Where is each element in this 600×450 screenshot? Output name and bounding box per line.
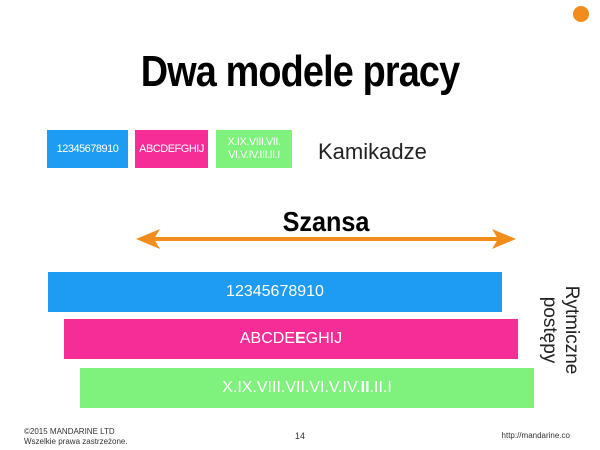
bar-roman-after: .II.I: [369, 379, 392, 396]
chip-roman-line2: VI.V.IV.III.II.I: [228, 149, 280, 161]
double-arrow-icon: [136, 229, 516, 249]
chip-roman: X.IX.VIII.VII. VI.V.IV.III.II.I: [216, 130, 292, 168]
bar-letters-bold: E: [295, 330, 306, 347]
kamikadze-label: Kamikadze: [318, 139, 427, 164]
footer-url: http://mandarine.co: [501, 431, 570, 440]
rytmiczne-line1: Rytmiczne: [561, 285, 582, 375]
footer-copyright-line: ©2015 MANDARINE LTD: [24, 427, 115, 436]
rytmiczne-line2: postępy: [539, 296, 560, 364]
footer-copyright: ©2015 MANDARINE LTD Wszelkie prawa zastr…: [24, 427, 128, 447]
footer-rights-line: Wszelkie prawa zastrzeżone.: [24, 437, 128, 446]
bar-letters-after: GHIJ: [305, 330, 343, 347]
bar-numbers: 12345678910: [48, 272, 502, 312]
slide-title: Dwa modele pracy: [140, 47, 460, 96]
chip-numbers: 12345678910: [47, 130, 128, 168]
bar-letters-before: ABCDE: [239, 330, 295, 347]
bar-roman-bold: II: [360, 379, 370, 396]
szansa-label: Szansa: [282, 206, 370, 237]
page-number: 14: [294, 431, 305, 441]
chip-roman-line1: X.IX.VIII.VII.: [227, 136, 281, 148]
rytmiczne-postepy-label: Rytmiczne postępy: [520, 270, 600, 390]
chip-letters: ABCDEFGHIJ: [135, 130, 208, 168]
bar-roman: X.IX.VIII.VII.VI.V.IV.II.II.I: [80, 368, 534, 408]
bar-roman-before: X.IX.VIII.VII.VI.V.IV.: [222, 379, 361, 396]
orange-dot-icon: [573, 6, 589, 22]
